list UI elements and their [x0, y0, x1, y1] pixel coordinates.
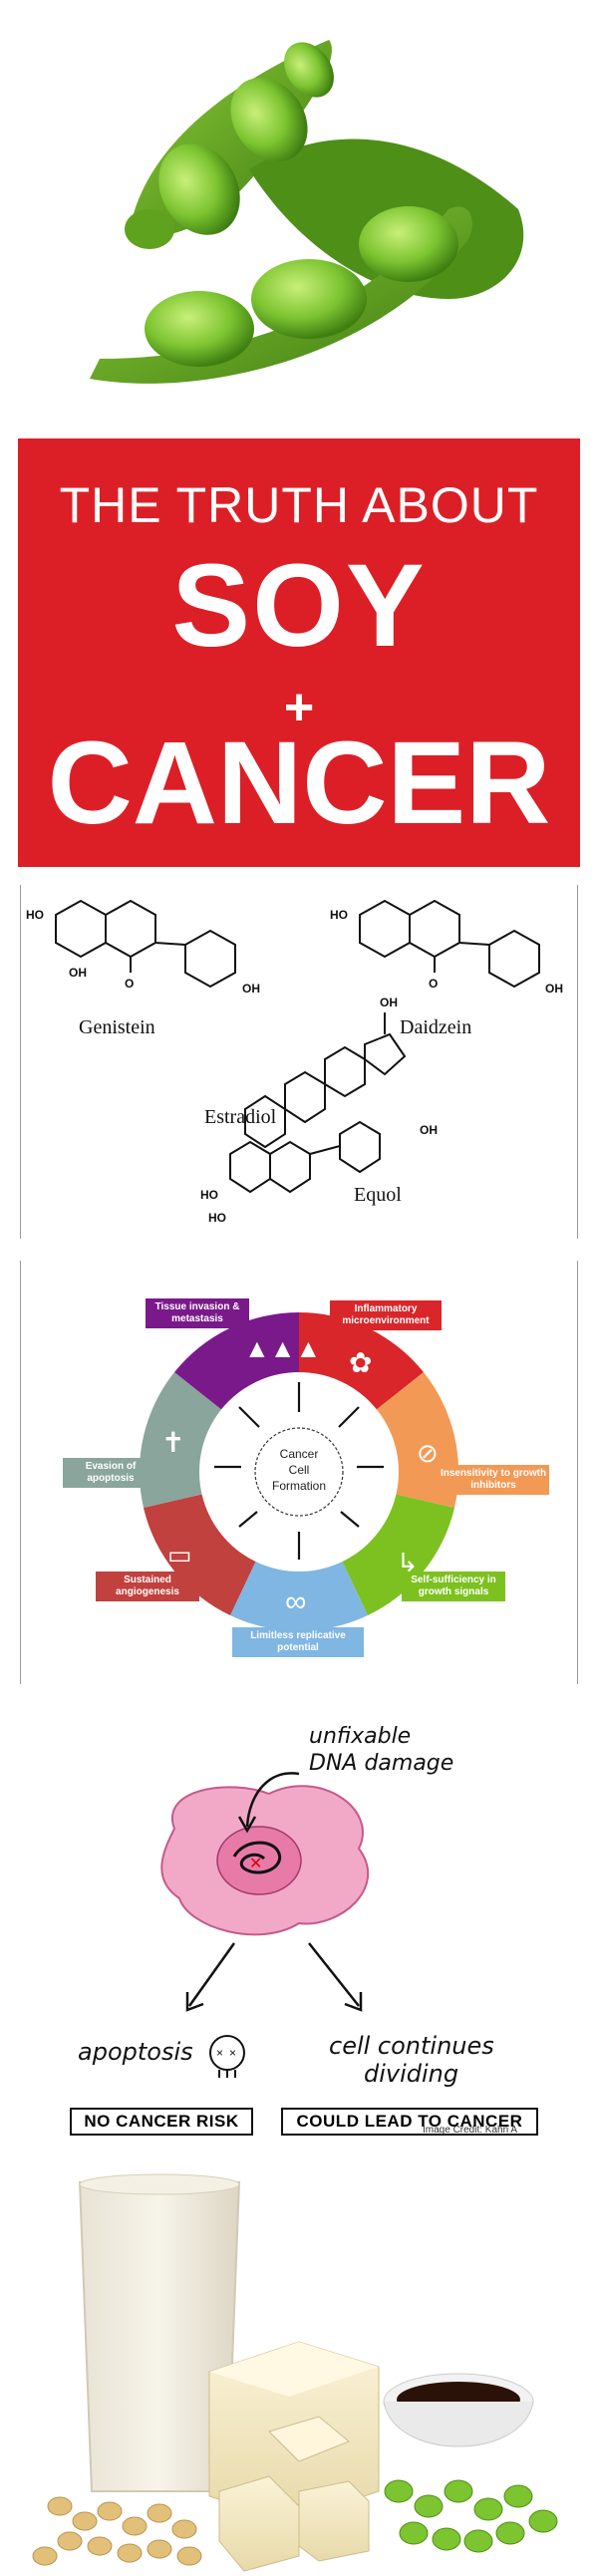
genistein-ho: HO: [26, 908, 44, 922]
could-lead-box: COULD LEAD TO CANCER: [281, 2108, 538, 2136]
center-line-2: Cell: [289, 1463, 310, 1477]
inflammation-icon: ✿: [349, 1347, 372, 1378]
cross-icon: ✝: [161, 1427, 184, 1458]
label-evasion: Evasion of apoptosis: [63, 1458, 158, 1488]
soy-products-illustration: [0, 2162, 598, 2576]
infinity-icon: ∞: [285, 1585, 306, 1618]
estradiol-oh: OH: [380, 996, 398, 1009]
banner-soy: SOY: [171, 540, 427, 672]
genistein-oh-1: OH: [69, 966, 87, 980]
dna-damage-diagram: ✕ × ×: [160, 1772, 370, 2078]
daidzein-o: O: [429, 977, 438, 991]
label-invasion: Tissue invasion & metastasis: [146, 1298, 249, 1328]
label-limitless: Limitless replicative potential: [232, 1627, 364, 1657]
title-banner: THE TRUTH ABOUT SOY + CANCER: [18, 438, 580, 867]
inhibitor-icon: ⊘: [417, 1438, 439, 1468]
hallmarks-panel: Cancer Cell Formation ▲▲▲ ✿ ⊘ ↳ ∞ ▭ ✝ Ti…: [20, 1261, 578, 1684]
chemical-structures: HO OH O OH HO O OH OH OH HO HO: [26, 899, 563, 1225]
damage-mark-icon: ✕: [249, 1856, 262, 1872]
label-angiogenesis: Sustained angiogenesis: [96, 1572, 199, 1601]
center-line-1: Cancer: [280, 1447, 319, 1461]
label-genistein: Genistein: [79, 1016, 155, 1038]
equol-ho: HO: [208, 1211, 226, 1225]
damage-label-1: unfixable: [309, 1724, 412, 1749]
label-inflammatory: Inflammatory microenvironment: [330, 1300, 442, 1330]
label-equol: Equol: [354, 1184, 402, 1206]
label-self-sufficiency: Self-sufficiency in growth signals: [402, 1572, 505, 1601]
damage-label-2: DNA damage: [309, 1751, 454, 1776]
continues-label-1: cell continues: [329, 2032, 494, 2060]
center-line-3: Formation: [272, 1479, 326, 1493]
svg-text:×: ×: [216, 2046, 223, 2060]
invasion-icon: ▲▲▲: [244, 1333, 321, 1363]
signal-icon: ↳: [397, 1548, 419, 1577]
dna-damage-panel: ✕ × × unfixable DNA damage apoptosis cel…: [0, 1699, 598, 2152]
genistein-o: O: [125, 977, 134, 991]
chemical-structures-panel: HO OH O OH HO O OH OH OH HO HO Genistein…: [20, 885, 578, 1239]
estradiol-ho: HO: [200, 1188, 218, 1202]
edamame-illustration: [0, 0, 598, 429]
daidzein-ho: HO: [330, 908, 348, 922]
label-daidzein: Daidzein: [400, 1016, 472, 1038]
banner-cancer: CANCER: [47, 717, 551, 849]
label-estradiol: Estradiol: [204, 1106, 277, 1128]
equol-oh: OH: [420, 1123, 438, 1137]
skull-icon: × ×: [209, 2035, 245, 2078]
banner-plus: +: [283, 679, 315, 736]
image-credit: Image Credit: Kahn A: [423, 2125, 518, 2136]
label-insensitivity: Insensitivity to growth inhibitors: [438, 1465, 549, 1495]
apoptosis-label: apoptosis: [78, 2038, 193, 2066]
svg-text:×: ×: [229, 2046, 236, 2060]
hallmarks-wheel: Cancer Cell Formation ▲▲▲ ✿ ⊘ ↳ ∞ ▭ ✝: [139, 1312, 459, 1631]
vessel-icon: ▭: [167, 1540, 192, 1570]
daidzein-oh: OH: [545, 982, 563, 996]
no-cancer-risk-box: NO CANCER RISK: [70, 2108, 253, 2136]
continues-label-2: dividing: [364, 2060, 459, 2088]
genistein-oh-2: OH: [242, 982, 260, 996]
banner-line-1: THE TRUTH ABOUT: [59, 477, 539, 533]
